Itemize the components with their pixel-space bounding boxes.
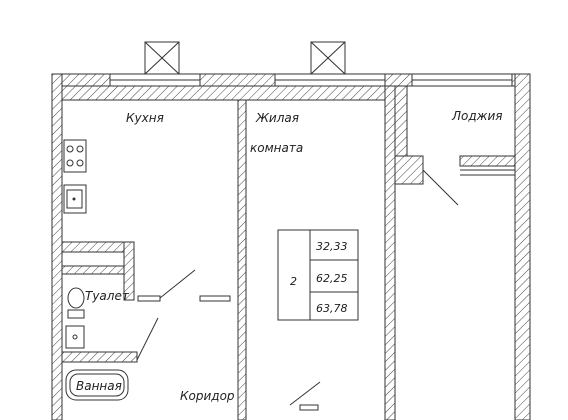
window-living: [274, 73, 386, 87]
room-count: 2: [290, 275, 297, 288]
ventilation-shaft-right: [310, 41, 346, 75]
room-label-loggia: Лоджия: [451, 109, 503, 123]
living-door-swing: [289, 381, 321, 406]
partition-kitchen-living: [237, 99, 247, 420]
partition-living-loggia: [384, 85, 396, 420]
left-wall: [51, 73, 63, 420]
room-label-toilet: Туалет: [85, 289, 130, 303]
wc-door-swing: [136, 317, 159, 361]
washbasin-icon: [65, 325, 85, 349]
window-kitchen: [109, 73, 201, 87]
room-label-corridor: Коридор: [180, 389, 235, 403]
window-loggia: [411, 73, 513, 87]
area-table: 2 32,33 62,25 63,78: [277, 229, 359, 321]
bath-divider-wall: [61, 351, 138, 363]
living-area-value: 32,33: [316, 240, 348, 253]
wc-top-wall: [61, 241, 135, 253]
room-label-living-1: Жилая: [255, 111, 299, 125]
toilet-icon: [67, 287, 85, 319]
loggia-right-wall: [514, 73, 531, 420]
loggia-left-wall: [394, 85, 408, 157]
corridor-door-stub: [299, 404, 319, 411]
kitchen-door-swing: [159, 269, 196, 299]
loggia-door-swing: [422, 169, 459, 206]
room-label-living-2: комната: [250, 141, 303, 155]
room-label-kitchen: Кухня: [126, 111, 164, 125]
inner-top-wall: [59, 85, 396, 101]
room-label-bathroom: Ванная: [76, 379, 122, 393]
bathtub-icon: [65, 369, 129, 401]
ventilation-shaft-left: [144, 41, 180, 75]
sink-icon: [63, 184, 87, 214]
loggia-bottom-right: [459, 155, 516, 167]
total-with-loggia-value: 63,78: [316, 302, 348, 315]
living-door-jamb: [199, 295, 231, 302]
total-area-value: 62,25: [316, 272, 348, 285]
loggia-bottom-left: [394, 155, 424, 185]
wc-bottom-wall: [61, 265, 125, 275]
kitchen-door-jamb: [137, 295, 161, 302]
stove-icon: [63, 139, 87, 173]
